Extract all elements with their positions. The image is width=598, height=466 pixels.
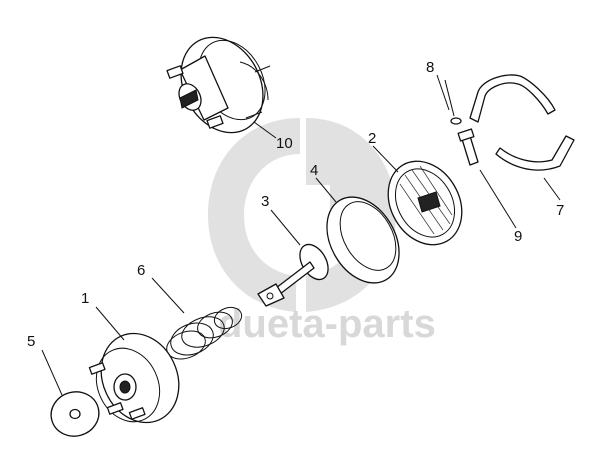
callout-9: 9 (514, 228, 522, 245)
callout-2: 2 (368, 130, 376, 147)
part-1-front-housing (88, 332, 180, 424)
part-7-strap (469, 74, 575, 171)
part-5-washer (50, 391, 100, 437)
callout-10: 10 (276, 135, 293, 152)
part-9-bolt (457, 128, 479, 166)
part-10-brake-booster (166, 36, 271, 134)
callout-1: 1 (81, 290, 89, 307)
callout-3: 3 (261, 193, 269, 210)
part-4-diaphragm (326, 196, 400, 284)
part-3-push-rod (257, 243, 329, 307)
callout-5: 5 (27, 333, 35, 350)
callout-8: 8 (426, 59, 434, 76)
callout-7: 7 (556, 202, 564, 219)
leader-lines (41, 74, 561, 396)
part-8-screw (444, 79, 462, 125)
part-2-cover (387, 160, 463, 246)
callout-4: 4 (310, 162, 318, 179)
callout-6: 6 (137, 262, 145, 279)
watermark-text: dueta-parts (218, 302, 436, 346)
